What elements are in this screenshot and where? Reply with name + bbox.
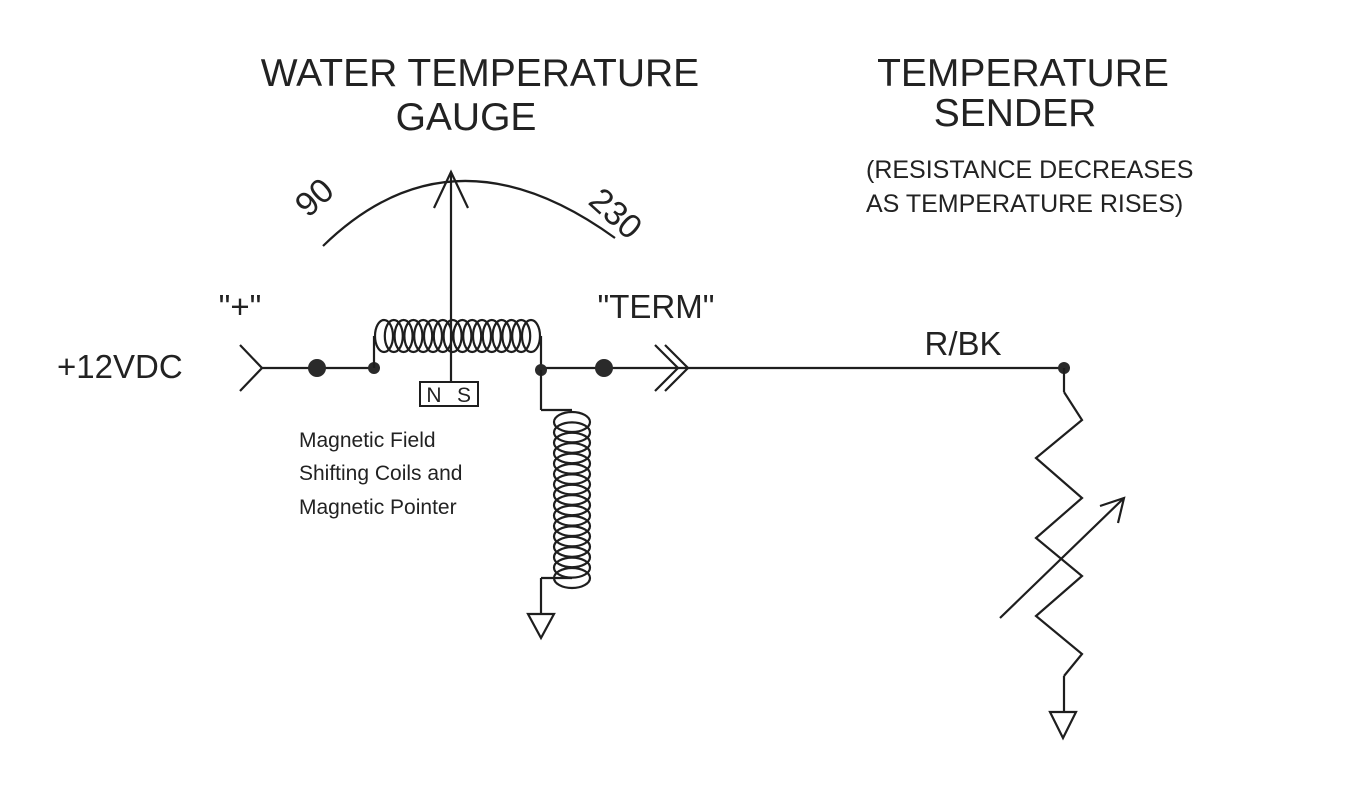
sender-title-line1: TEMPERATURE <box>877 52 1169 95</box>
coil-caption-line2: Shifting Coils and <box>299 462 462 485</box>
coil-loop <box>422 318 444 354</box>
gauge-title-line1: WATER TEMPERATURE <box>261 52 699 95</box>
sender-title-line2: SENDER <box>934 92 1097 135</box>
coil-loop <box>511 318 532 354</box>
plus-terminal-dot <box>308 359 326 377</box>
gauge-scale-low: 90 <box>288 171 342 225</box>
coil-loop <box>501 318 522 354</box>
coil-loop <box>383 318 404 354</box>
coil-loop <box>471 318 493 354</box>
sender-note-line2: AS TEMPERATURE RISES) <box>866 190 1183 218</box>
sender-ground-symbol <box>1048 710 1078 741</box>
coil-caption-line3: Magnetic Pointer <box>299 496 457 519</box>
sender-resistor-zigzag <box>1034 391 1084 677</box>
variable-arrow-head <box>1099 496 1126 524</box>
vertical-coil <box>552 410 592 590</box>
coil-loop <box>432 318 453 354</box>
coil-loop <box>393 318 414 354</box>
coil-loop <box>481 318 502 354</box>
coil-loop <box>491 318 512 354</box>
magnet-box <box>419 381 479 407</box>
gauge-ground-symbol <box>526 612 556 641</box>
variable-arrow-shaft <box>999 497 1125 619</box>
term-connector-chevron-1 <box>654 344 680 392</box>
coil-loop <box>413 318 434 354</box>
term-terminal-label: "TERM" <box>598 288 715 325</box>
term-terminal-dot <box>595 359 613 377</box>
gauge-title-line2: GAUGE <box>396 96 537 139</box>
wire-color-label: R/BK <box>924 325 1001 362</box>
plus-connector-symbol <box>239 344 264 392</box>
coil-loop <box>452 318 473 354</box>
coil-loop <box>403 318 424 354</box>
coil-loop <box>442 318 463 354</box>
coil-loop <box>373 318 395 354</box>
magnet-south-label: S <box>457 384 471 407</box>
horizontal-coil <box>373 318 542 354</box>
supply-voltage-label: +12VDC <box>57 348 183 385</box>
magnet-north-label: N <box>426 384 441 407</box>
gauge-needle-arrow <box>433 169 469 209</box>
gauge-scale-high: 230 <box>582 181 650 247</box>
coil-loop <box>462 318 483 354</box>
plus-terminal-label: "+" <box>219 288 262 325</box>
gauge-scale-arc <box>322 179 616 247</box>
coil-caption-line1: Magnetic Field <box>299 429 436 452</box>
sender-note-line1: (RESISTANCE DECREASES <box>866 156 1193 184</box>
